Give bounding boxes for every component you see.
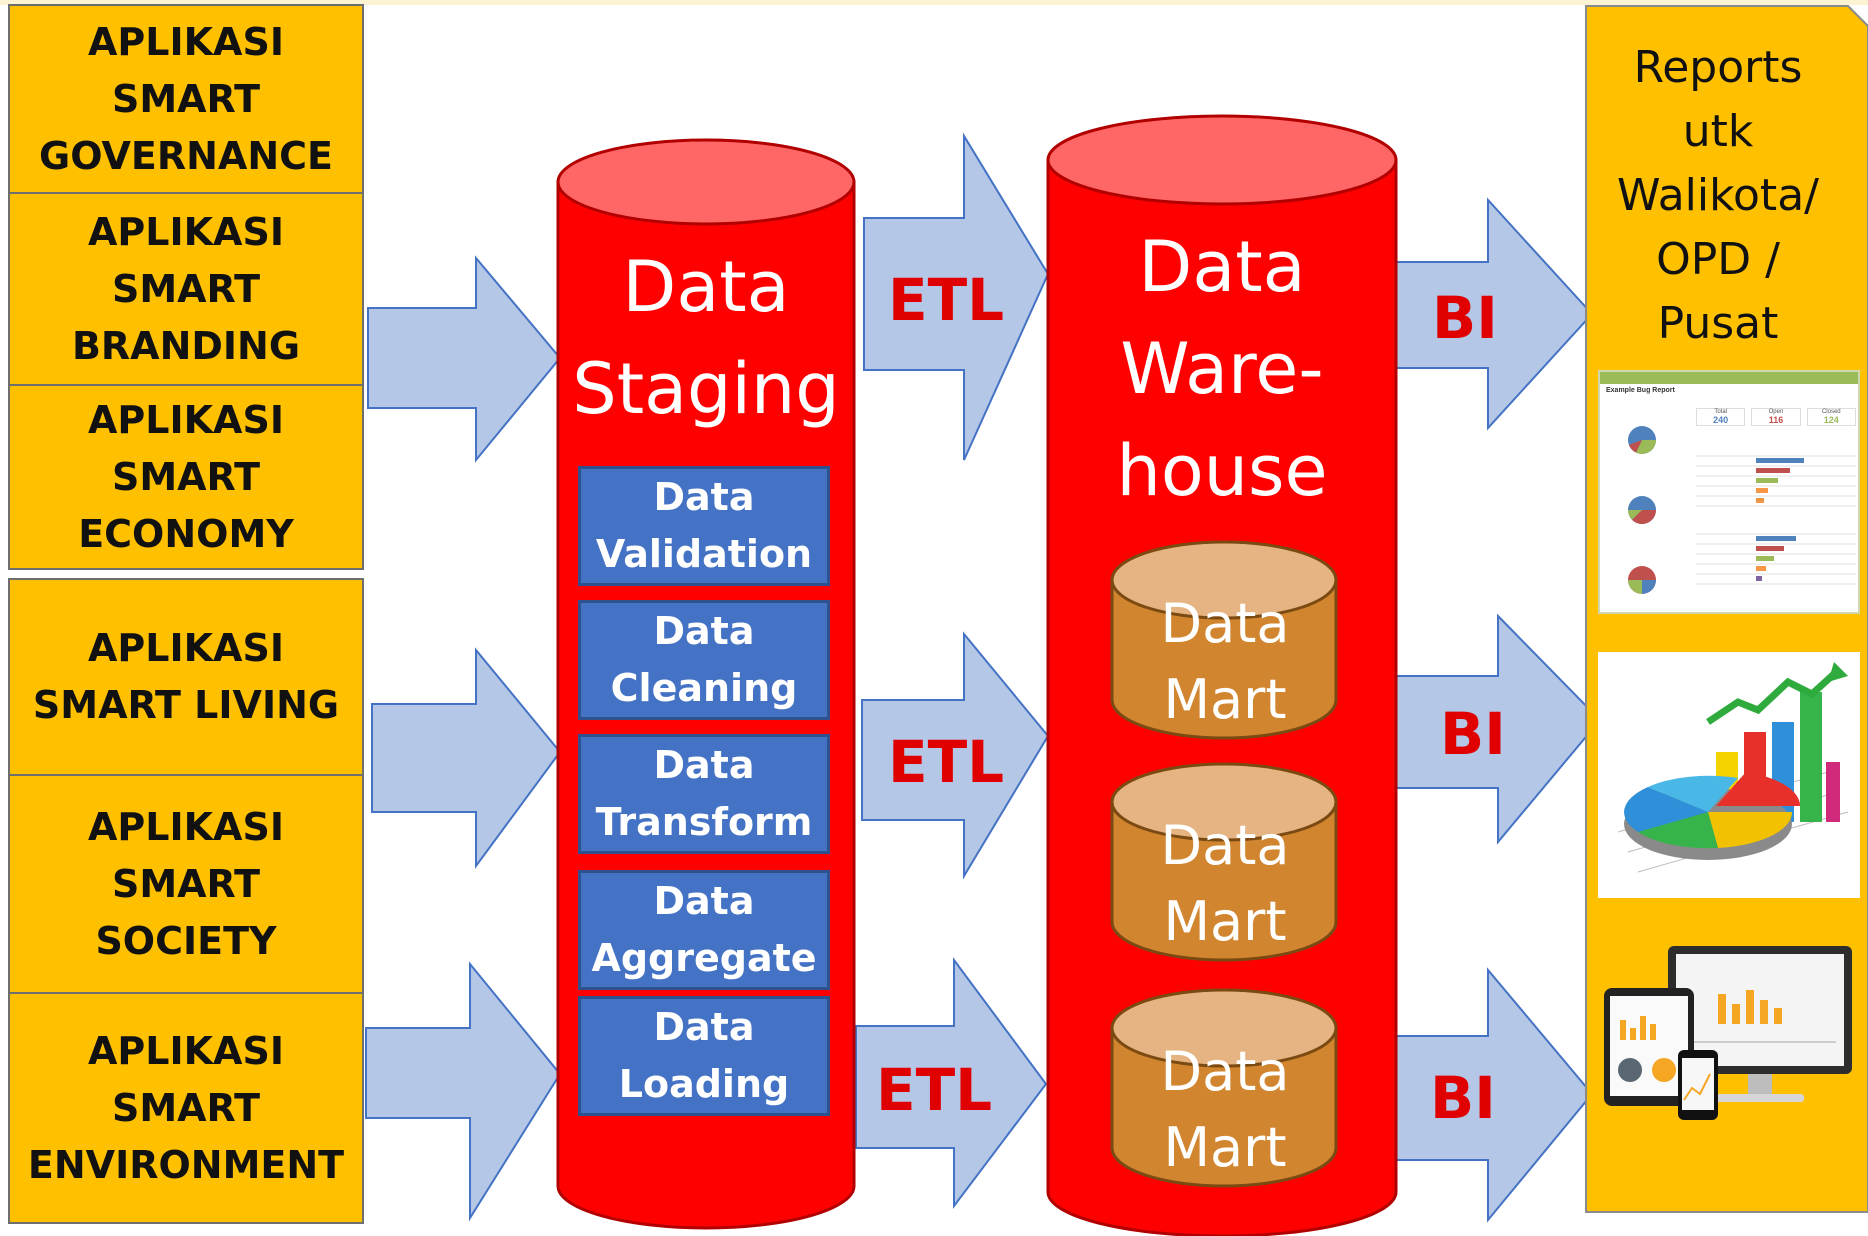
step-data-cleaning: Data Cleaning (578, 600, 830, 720)
stat-closed: Closed 124 (1806, 408, 1856, 426)
report-table-thumbnail (1696, 455, 1856, 585)
data-mart-label-3: Data Mart (1160, 1040, 1290, 1179)
etl-label-2: ETL (888, 728, 1005, 796)
report-header-bar (1600, 372, 1858, 384)
step-data-validation: Data Validation (578, 466, 830, 586)
input-arrow-2 (371, 647, 562, 870)
report-thumbnail: Example Bug Report Total 240 Open 116 Cl… (1598, 370, 1860, 614)
stat-value: 116 (1768, 415, 1784, 425)
stat-value: 240 (1713, 415, 1729, 425)
etl-arrow-2 (861, 631, 1050, 880)
step-data-loading: Data Loading (578, 996, 830, 1116)
devices-graphic (1604, 946, 1852, 1120)
data-mart-cylinder-1 (1110, 540, 1338, 740)
bi-arrow-2 (1383, 613, 1602, 845)
source-smart-economy: APLIKASI SMART ECONOMY (8, 384, 364, 570)
report-title: Example Bug Report (1606, 387, 1675, 394)
source-label: APLIKASI SMART LIVING (32, 626, 340, 727)
step-label: Data Validation (595, 475, 813, 576)
reports-title: Reports utk Walikota/ OPD / Pusat (1617, 42, 1819, 349)
bi-label-1: BI (1432, 284, 1498, 352)
step-data-aggregate: Data Aggregate (578, 870, 830, 990)
source-label: APLIKASI SMART ENVIRONMENT (27, 1028, 345, 1187)
stat-open: Open 116 (1751, 408, 1801, 426)
charts-graphic (1617, 662, 1849, 873)
source-smart-living: APLIKASI SMART LIVING (8, 578, 364, 776)
top-border (0, 0, 1868, 5)
bi-arrow-1 (1381, 197, 1594, 431)
stat-total: Total 240 (1696, 408, 1746, 426)
source-smart-environment: APLIKASI SMART ENVIRONMENT (8, 992, 364, 1224)
source-label: APLIKASI SMART SOCIETY (88, 804, 284, 963)
source-label: APLIKASI SMART ECONOMY (78, 397, 294, 556)
source-label: APLIKASI SMART BRANDING (71, 209, 301, 368)
source-smart-governance: APLIKASI SMART GOVERNANCE (8, 4, 364, 194)
data-mart-label-2: Data Mart (1160, 814, 1290, 953)
input-arrow-3 (365, 961, 562, 1222)
etl-arrow-3 (855, 956, 1048, 1209)
input-arrow-1 (367, 255, 562, 463)
data-mart-label-1: Data Mart (1160, 592, 1290, 731)
bi-label-3: BI (1430, 1064, 1496, 1132)
etl-arrow-1 (863, 132, 1050, 461)
data-mart-cylinder-3 (1110, 988, 1338, 1188)
source-smart-society: APLIKASI SMART SOCIETY (8, 774, 364, 994)
bi-arrow-3 (1381, 967, 1594, 1223)
analytics-chart-illustration (1598, 652, 1860, 898)
step-label: Data Loading (618, 1005, 790, 1106)
staging-title: Data Staging (572, 246, 840, 430)
report-stats: Total 240 Open 116 Closed 124 (1696, 408, 1856, 426)
data-mart-cylinder-2 (1110, 762, 1338, 962)
report-pie-column (1608, 408, 1678, 608)
stat-label: Open (1768, 409, 1784, 415)
stat-value: 124 (1823, 415, 1839, 425)
stat-label: Total (1714, 409, 1727, 415)
source-label: APLIKASI SMART GOVERNANCE (39, 19, 333, 178)
bi-label-2: BI (1440, 700, 1506, 768)
step-label: Data Cleaning (610, 609, 798, 710)
step-data-transform: Data Transform (578, 734, 830, 854)
etl-label-1: ETL (888, 266, 1005, 334)
warehouse-title: Data Ware- house (1116, 226, 1328, 512)
dashboard-devices-illustration (1598, 924, 1860, 1134)
stat-label: Closed (1821, 409, 1841, 415)
etl-label-3: ETL (876, 1056, 993, 1124)
step-label: Data Aggregate (591, 879, 817, 980)
step-label: Data Transform (595, 743, 813, 844)
